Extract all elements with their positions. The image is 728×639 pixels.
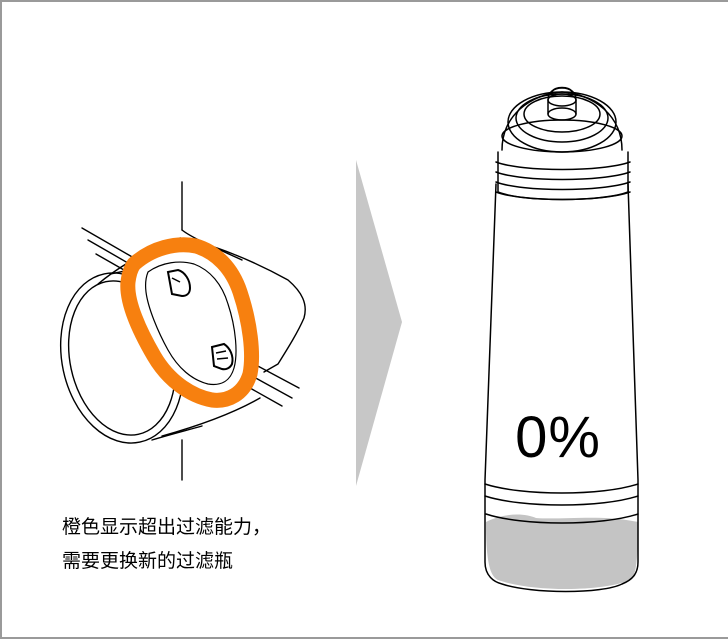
caption-line-1: 橙色显示超出过滤能力， (62, 516, 272, 538)
instruction-caption: 橙色显示超出过滤能力， 需要更换新的过滤瓶 (62, 510, 271, 578)
filter-bottle-icon (484, 86, 639, 593)
bottle-capacity-label: 0% (515, 405, 601, 470)
caption-line-2: 需要更换新的过滤瓶 (62, 550, 234, 572)
right-arrow-icon (356, 160, 402, 486)
orange-indicator-window (120, 237, 259, 408)
